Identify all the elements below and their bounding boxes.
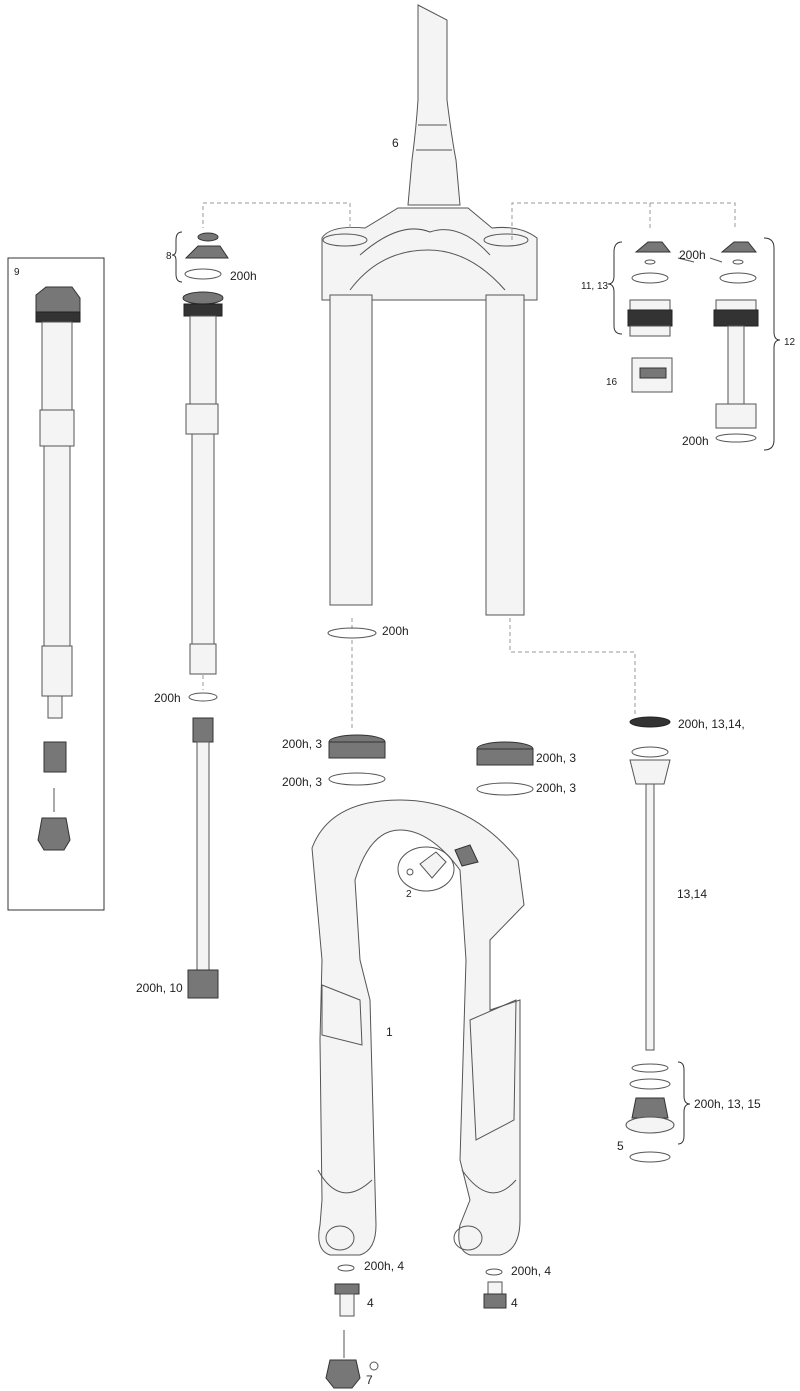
part-8-top-cap bbox=[171, 231, 229, 283]
air-spring-top-assembly bbox=[607, 237, 781, 451]
air-shaft bbox=[625, 716, 691, 1163]
callout-damper-seal: 200h bbox=[154, 691, 181, 705]
callout-8: 8 bbox=[166, 251, 172, 262]
part-2-detail bbox=[397, 846, 455, 892]
callout-ring: 200h bbox=[382, 624, 409, 638]
callout-right-bolt: 4 bbox=[511, 1296, 518, 1310]
damper-rod bbox=[187, 717, 219, 999]
callout-11-13: 11, 13 bbox=[581, 281, 608, 292]
wiper-seals bbox=[327, 627, 534, 796]
callout-13-14: 13,14 bbox=[677, 887, 707, 901]
callout-2: 2 bbox=[406, 889, 412, 900]
callout-air-top: 200h, 13,14, bbox=[678, 717, 745, 731]
callout-16: 16 bbox=[606, 377, 618, 388]
callout-1: 1 bbox=[386, 1025, 393, 1039]
callout-12-seal: 200h bbox=[682, 434, 709, 448]
callout-left-foam: 200h, 3 bbox=[282, 775, 322, 789]
callout-8-seal: 200h bbox=[230, 269, 257, 283]
callout-air-bottom: 200h, 13, 15 bbox=[694, 1097, 761, 1111]
callout-12: 12 bbox=[784, 337, 796, 348]
callout-left-bolt: 4 bbox=[367, 1296, 374, 1310]
part-9-box bbox=[7, 257, 105, 911]
callout-11-seal: 200h bbox=[679, 248, 706, 262]
callout-left-wiper: 200h, 3 bbox=[282, 737, 322, 751]
left-upper-tube bbox=[329, 294, 373, 606]
leader-lines bbox=[202, 202, 736, 728]
callout-damper-bottom: 200h, 10 bbox=[136, 981, 183, 995]
right-upper-tube bbox=[485, 294, 525, 616]
callout-5: 5 bbox=[617, 1139, 624, 1153]
damper-cartridge bbox=[182, 291, 224, 702]
callout-6: 6 bbox=[392, 136, 399, 150]
callout-9: 9 bbox=[14, 267, 20, 278]
steerer-crown-assembly bbox=[321, 4, 538, 301]
lower-leg bbox=[311, 799, 525, 1256]
callout-right-washer: 200h, 4 bbox=[511, 1264, 551, 1278]
callout-7: 7 bbox=[366, 1373, 373, 1387]
callout-left-washer: 200h, 4 bbox=[364, 1259, 404, 1273]
callout-right-foam: 200h, 3 bbox=[536, 781, 576, 795]
callout-right-wiper: 200h, 3 bbox=[536, 751, 576, 765]
bolts bbox=[325, 1264, 507, 1389]
